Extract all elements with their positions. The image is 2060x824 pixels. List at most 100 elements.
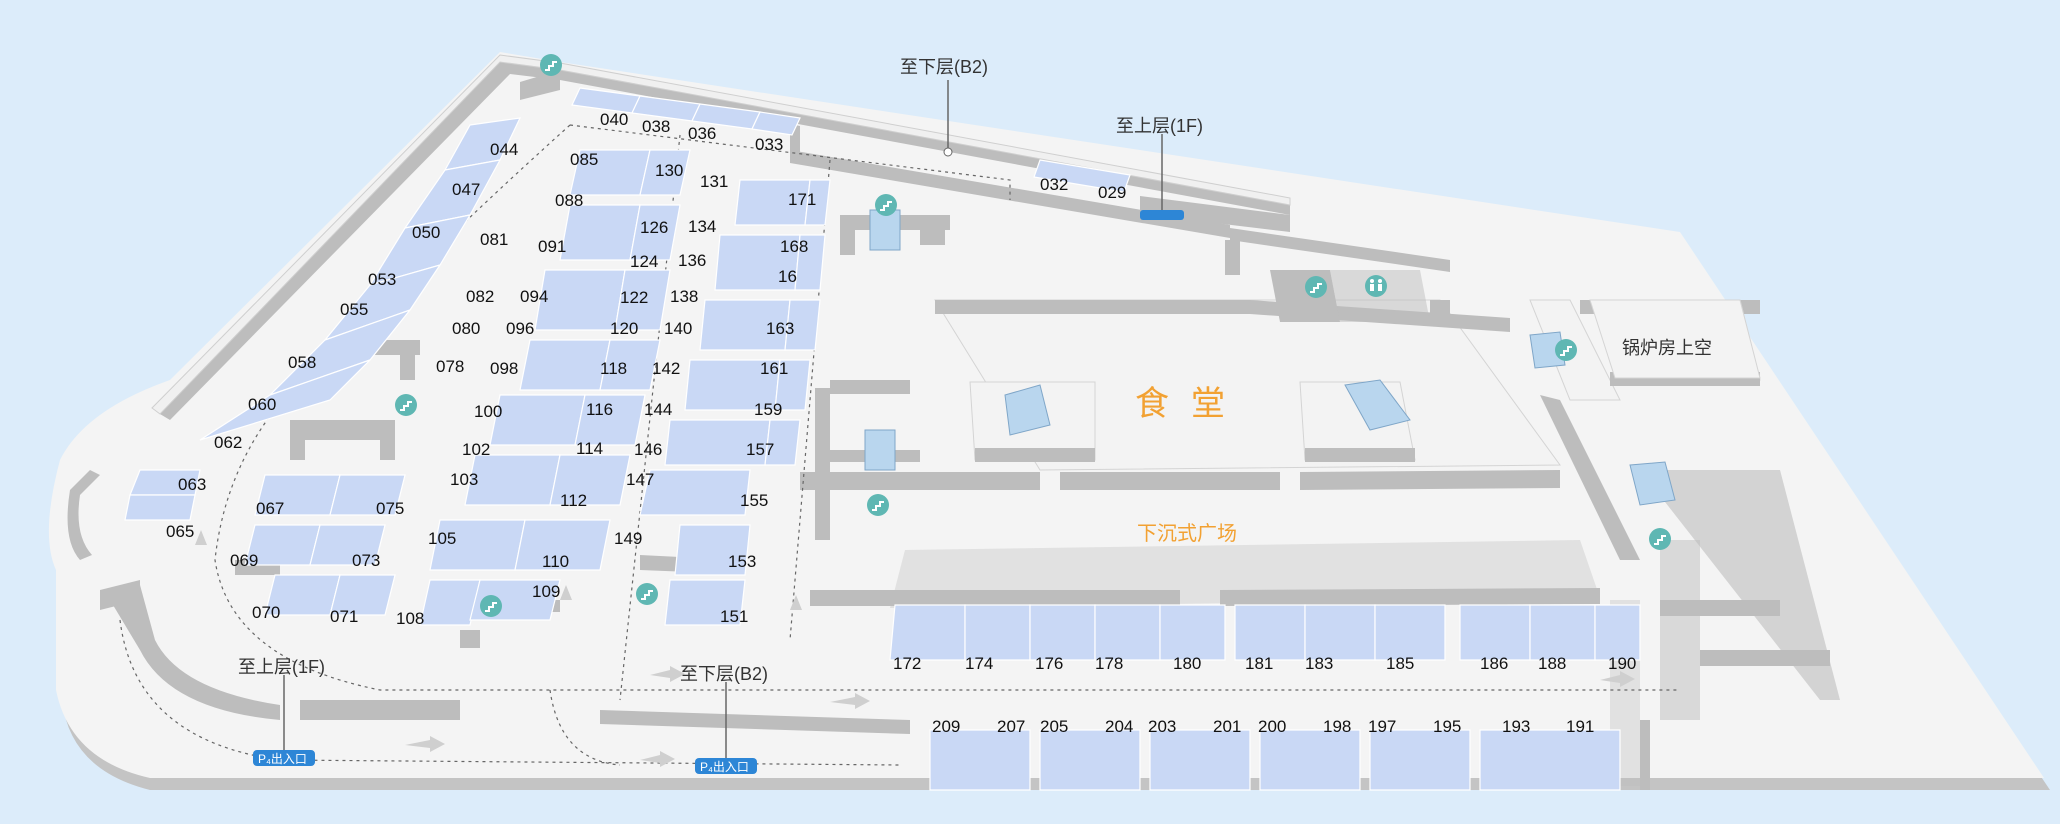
spot-073: 073 xyxy=(352,551,380,570)
spot-181: 181 xyxy=(1245,654,1273,673)
spot-103: 103 xyxy=(450,470,478,489)
spot-071: 071 xyxy=(330,607,358,626)
spot-047: 047 xyxy=(452,180,480,199)
spot-098: 098 xyxy=(490,359,518,378)
floor-callouts: 至下层(B2) 至上层(1F) P₄出入口 至上层(1F) P₄出入口 至下层(… xyxy=(238,57,1203,774)
spot-198: 198 xyxy=(1323,717,1351,736)
stairs-icon xyxy=(1555,339,1577,361)
spot-120: 120 xyxy=(610,319,638,338)
stairs-icons xyxy=(395,54,1671,617)
spot-091: 091 xyxy=(538,237,566,256)
spot-209: 209 xyxy=(932,717,960,736)
spot-201: 201 xyxy=(1213,717,1241,736)
spot-203: 203 xyxy=(1148,717,1176,736)
elevator-icon xyxy=(869,209,901,251)
spot-078: 078 xyxy=(436,357,464,376)
spot-067: 067 xyxy=(256,499,284,518)
spot-122: 122 xyxy=(620,288,648,307)
spot-200: 200 xyxy=(1258,717,1286,736)
elevators xyxy=(864,209,1676,506)
spot-159: 159 xyxy=(754,400,782,419)
spot-178: 178 xyxy=(1095,654,1123,673)
spot-188: 188 xyxy=(1538,654,1566,673)
area-labels: 食堂 下沉式广场 锅炉房上空 xyxy=(1135,338,1712,545)
parking-spots xyxy=(124,87,1641,791)
spot-185: 185 xyxy=(1386,654,1414,673)
elevator-icon xyxy=(1529,331,1566,369)
boiler-room-label: 锅炉房上空 xyxy=(1622,338,1712,358)
spot-085: 085 xyxy=(570,150,598,169)
spot-146: 146 xyxy=(634,440,662,459)
spot-094: 094 xyxy=(520,287,548,306)
building-blocks xyxy=(100,70,1840,790)
spot-063: 063 xyxy=(178,475,206,494)
spot-088: 088 xyxy=(555,191,583,210)
spot-147: 147 xyxy=(626,470,654,489)
spot-116: 116 xyxy=(586,400,613,419)
spot-191: 191 xyxy=(1566,717,1594,736)
restroom-icon xyxy=(1365,275,1387,297)
spot-140: 140 xyxy=(664,319,692,338)
spot-053: 053 xyxy=(368,270,396,289)
spot-081: 081 xyxy=(480,230,508,249)
stairs-icon xyxy=(875,194,897,216)
spot-118: 118 xyxy=(600,359,627,378)
elevator-icon xyxy=(1629,461,1676,506)
spot-207: 207 xyxy=(997,717,1025,736)
spot-163: 163 xyxy=(766,319,794,338)
spot-171: 171 xyxy=(788,190,816,209)
spot-065: 065 xyxy=(166,522,194,541)
spot-134: 134 xyxy=(688,217,716,236)
spot-157: 157 xyxy=(746,440,774,459)
spot-166: 16 xyxy=(778,267,797,286)
spot-096: 096 xyxy=(506,319,534,338)
spot-075: 075 xyxy=(376,499,404,518)
sunken-plaza-label: 下沉式广场 xyxy=(1137,522,1237,545)
spot-161: 161 xyxy=(760,359,788,378)
callout-to-1f-top: 至上层(1F) xyxy=(1116,116,1203,136)
spot-124: 124 xyxy=(630,252,658,271)
spot-136: 136 xyxy=(678,251,706,270)
stairs-icon xyxy=(540,54,562,76)
spot-060: 060 xyxy=(248,395,276,414)
stairs-icon xyxy=(480,595,502,617)
spot-040: 040 xyxy=(600,110,628,129)
spot-205: 205 xyxy=(1040,717,1068,736)
ramp-sign-bottom: P₄出入口 xyxy=(700,760,749,774)
spot-149: 149 xyxy=(614,529,642,548)
spot-069: 069 xyxy=(230,551,258,570)
spot-105: 105 xyxy=(428,529,456,548)
spot-112: 112 xyxy=(560,491,587,510)
elevator-icon xyxy=(1344,379,1411,431)
elevator-icon xyxy=(1004,384,1051,436)
spot-050: 050 xyxy=(412,223,440,242)
spot-195: 195 xyxy=(1433,717,1461,736)
spot-058: 058 xyxy=(288,353,316,372)
callout-to-1f-left: 至上层(1F) xyxy=(238,657,325,677)
spot-144: 144 xyxy=(644,400,672,419)
spot-055: 055 xyxy=(340,300,368,319)
spot-100: 100 xyxy=(474,402,502,421)
spot-174: 174 xyxy=(965,654,993,673)
stairs-icon xyxy=(395,394,417,416)
spot-126: 126 xyxy=(640,218,668,237)
spot-193: 193 xyxy=(1502,717,1530,736)
spot-082: 082 xyxy=(466,287,494,306)
spot-190: 190 xyxy=(1608,654,1636,673)
spot-131: 131 xyxy=(700,172,728,191)
spot-183: 183 xyxy=(1305,654,1333,673)
spot-102: 102 xyxy=(462,440,490,459)
spot-062: 062 xyxy=(214,433,242,452)
spot-080: 080 xyxy=(452,319,480,338)
stairs-icon xyxy=(636,583,658,605)
callout-to-b2-bottom: 至下层(B2) xyxy=(680,664,768,684)
spot-108: 108 xyxy=(396,609,424,628)
elevator-icon xyxy=(864,429,896,471)
spot-176: 176 xyxy=(1035,654,1063,673)
spot-204: 204 xyxy=(1105,717,1133,736)
spot-029: 029 xyxy=(1098,183,1126,202)
spot-130: 130 xyxy=(655,161,683,180)
ramp-sign-left: P₄出入口 xyxy=(258,752,307,766)
spot-142: 142 xyxy=(652,359,680,378)
